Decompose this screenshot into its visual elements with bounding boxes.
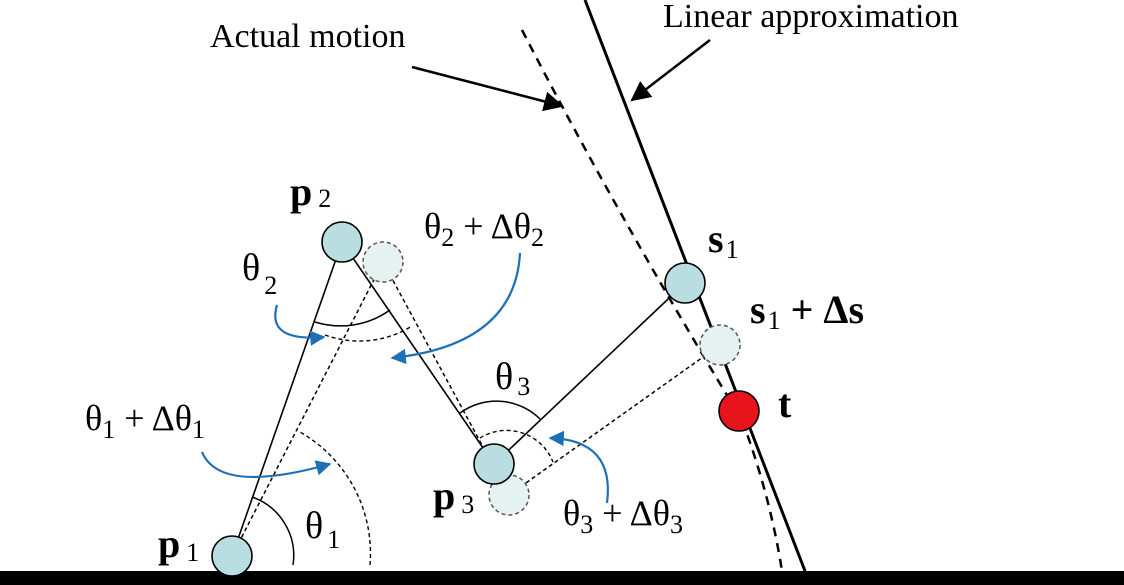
theta2-arc bbox=[314, 309, 391, 327]
p2-ghost-joint bbox=[362, 241, 404, 283]
actual-motion-label: Actual motion bbox=[210, 18, 405, 55]
ground-bar bbox=[0, 571, 1124, 585]
p3-joint bbox=[473, 443, 515, 485]
linear-approximation-label: Linear approximation bbox=[663, 0, 959, 35]
theta2-small-arrow bbox=[274, 304, 326, 346]
p2-joint bbox=[321, 221, 363, 263]
theta1-delta-arrow bbox=[200, 451, 332, 478]
s1-joint bbox=[664, 262, 706, 304]
p1-joint bbox=[211, 535, 253, 577]
theta1-delta-arc bbox=[299, 431, 372, 566]
s1-delta-label: s1 + Δs bbox=[750, 287, 864, 335]
theta1-delta-label: θ1 + Δθ1 bbox=[85, 398, 205, 444]
s1-ghost-joint bbox=[699, 324, 741, 366]
link-dashed-1 bbox=[231, 261, 384, 557]
ghost-joints bbox=[362, 241, 741, 516]
theta3-delta-arc bbox=[479, 429, 554, 463]
theta2-delta-arc bbox=[324, 325, 413, 342]
theta2-delta-label: θ2 + Δθ2 bbox=[424, 206, 544, 252]
actual-motion-arrow bbox=[411, 65, 564, 112]
theta1-arc bbox=[251, 496, 295, 566]
s1-label: s1 bbox=[708, 216, 739, 264]
linear-approximation-arrow bbox=[630, 39, 711, 102]
theta3-delta-label: θ3 + Δθ3 bbox=[563, 493, 683, 539]
theta2-delta-arrow bbox=[390, 252, 522, 365]
angle-arcs bbox=[251, 309, 554, 566]
actual-motion-curve bbox=[520, 29, 784, 572]
link-p1-p2 bbox=[231, 241, 343, 557]
delta-arrows bbox=[200, 252, 609, 504]
theta3-arc bbox=[459, 400, 542, 421]
link-p3-s1 bbox=[493, 282, 686, 465]
joints bbox=[211, 221, 706, 577]
link-dashed-3 bbox=[508, 344, 721, 496]
target-t-label: t bbox=[778, 381, 792, 426]
target-t bbox=[718, 390, 760, 432]
theta3-delta-arrow bbox=[548, 430, 609, 504]
